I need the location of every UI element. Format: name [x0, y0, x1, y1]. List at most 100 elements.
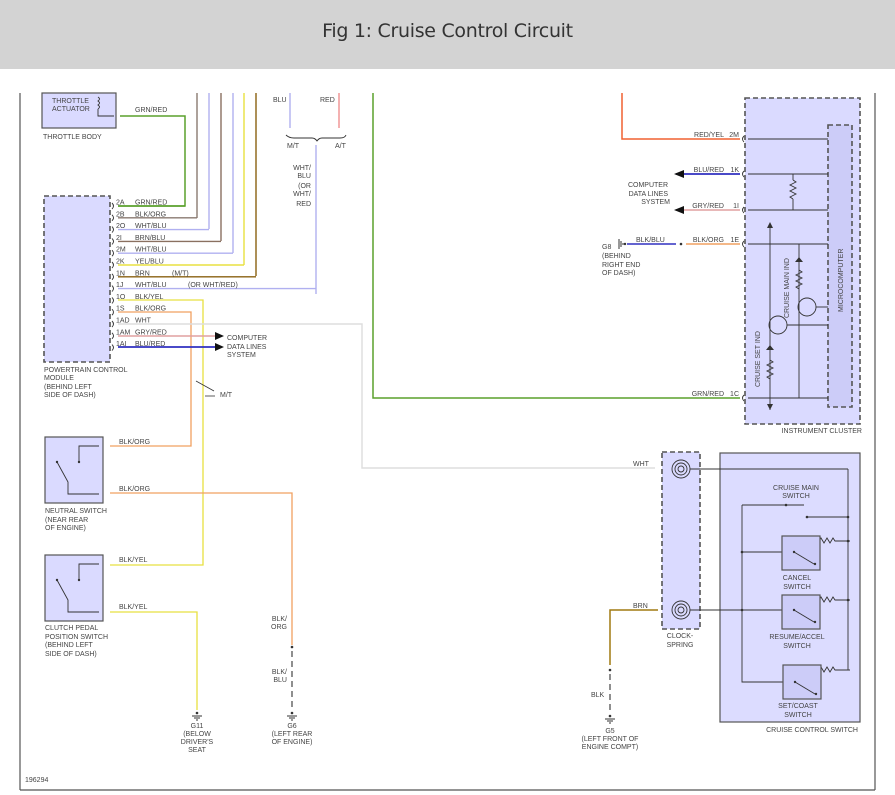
- pcm-pin-id: 1AI: [116, 341, 127, 348]
- cluster-pin-id: 2M: [729, 132, 739, 139]
- pcm-pin-id: 2A: [116, 200, 125, 207]
- connector-icon: [111, 285, 114, 292]
- brace-icon: [285, 134, 347, 142]
- clutch-switch-contacts: [56, 563, 99, 613]
- cluster-pin-wire: RED/YEL: [694, 132, 724, 139]
- svg-text:(LEFT REAR: (LEFT REAR: [272, 731, 313, 738]
- svg-text:BLK/: BLK/: [272, 669, 287, 676]
- pcm-pin-wire: WHT/BLU: [135, 282, 167, 289]
- svg-text:COMPUTER: COMPUTER: [227, 335, 267, 342]
- neutral-bottom-wire-label: BLK/ORG: [119, 486, 150, 493]
- g6-label: G6 (LEFT REAR OF ENGINE): [272, 723, 313, 746]
- svg-text:POSITION SWITCH: POSITION SWITCH: [45, 634, 108, 641]
- svg-text:DATA LINES: DATA LINES: [629, 191, 669, 198]
- svg-text:G5: G5: [605, 728, 614, 735]
- pcm-label: POWERTRAIN CONTROL MODULE (BEHIND LEFT S…: [44, 367, 128, 399]
- figure-title: Fig 1: Cruise Control Circuit: [322, 20, 573, 42]
- svg-text:(BEHIND LEFT: (BEHIND LEFT: [44, 384, 93, 391]
- cancel-switch: [781, 535, 821, 571]
- svg-text:G11: G11: [191, 723, 204, 730]
- arrow-right-icon: [215, 332, 224, 340]
- led-icon: [766, 345, 774, 350]
- resume-accel-switch-label: RESUME/ACCEL SWITCH: [769, 634, 824, 650]
- pcm-pin-id: 2M: [116, 247, 126, 254]
- wire-brn: [609, 609, 658, 665]
- svg-text:(LEFT FRONT OF: (LEFT FRONT OF: [582, 736, 639, 743]
- svg-text:ORG: ORG: [271, 624, 287, 631]
- connector-icon: [111, 297, 114, 304]
- microcomputer-label: MICROCOMPUTER: [838, 249, 845, 312]
- svg-text:OF ENGINE): OF ENGINE): [272, 739, 313, 746]
- clockspring-box: [661, 451, 701, 630]
- wire-grn-red-throttle: [118, 115, 186, 207]
- splice-dot: [679, 242, 683, 246]
- pcm-pin-id: 2O: [116, 223, 126, 230]
- neutral-top-wire-label: BLK/ORG: [119, 439, 150, 446]
- svg-text:SYSTEM: SYSTEM: [227, 352, 256, 359]
- pcm-pin-wire: WHT: [135, 318, 152, 325]
- set-coast-switch: [782, 664, 822, 700]
- svg-text:MODULE: MODULE: [44, 375, 74, 382]
- ground-g11-icon: [192, 711, 202, 721]
- wire-grn-red-1c: [372, 93, 740, 399]
- pcm-pin-note: (OR WHT/RED): [188, 282, 238, 289]
- svg-text:BLU: BLU: [273, 677, 287, 684]
- svg-text:BLU: BLU: [297, 173, 311, 180]
- pcm-pin-wire: BLK/ORG: [135, 211, 166, 218]
- actuator-coil-icon: [97, 96, 100, 110]
- pcm-pin-id: 2K: [116, 259, 125, 266]
- clutch-bottom-wire-label: BLK/YEL: [119, 604, 148, 611]
- pcm-pin-wire: WHT/BLU: [135, 247, 167, 254]
- svg-text:COMPUTER: COMPUTER: [628, 182, 668, 189]
- pcm-pin-id: 1AD: [116, 318, 130, 325]
- g8-label: G8: [602, 244, 611, 251]
- arrow-left-icon: [674, 170, 684, 178]
- svg-text:SPRING: SPRING: [667, 642, 694, 649]
- microcomputer-box: [827, 124, 853, 408]
- figure-id: 196294: [25, 777, 48, 784]
- svg-text:RED: RED: [296, 201, 311, 208]
- svg-text:(BELOW: (BELOW: [183, 731, 211, 738]
- splice-dot: [608, 668, 612, 672]
- throttle-body-label: THROTTLE BODY: [43, 134, 102, 141]
- pcm-pin-note: (M/T): [172, 270, 189, 277]
- svg-text:CANCEL: CANCEL: [783, 575, 812, 582]
- svg-text:CLUTCH PEDAL: CLUTCH PEDAL: [45, 625, 98, 632]
- clock-brn-label: BRN: [633, 603, 648, 610]
- cruise-main-ind-label: CRUISE MAIN IND: [784, 258, 791, 318]
- clockspring-label: CLOCK- SPRING: [667, 633, 694, 649]
- cluster-pins: 2MRED/YEL1KBLU/RED1IGRY/RED1EBLK/ORG1CGR…: [692, 132, 745, 402]
- mt-callout-line: [195, 380, 215, 392]
- clutch-top-wire-label: BLK/YEL: [119, 557, 148, 564]
- cruise-control-switch-label: CRUISE CONTROL SWITCH: [766, 727, 858, 734]
- svg-text:SWITCH: SWITCH: [783, 643, 811, 650]
- wire-neutral-blk-org: [110, 492, 293, 645]
- pcm-pin-wire: BRN: [135, 270, 150, 277]
- neutral-switch-label: NEUTRAL SWITCH (NEAR REAR OF ENGINE): [45, 508, 107, 532]
- arrow-down-icon: [767, 404, 773, 410]
- ground-g6-icon: [287, 711, 297, 721]
- clutch-switch-label: CLUTCH PEDAL POSITION SWITCH (BEHIND LEF…: [45, 625, 108, 658]
- pcm-pin-id: 2I: [116, 235, 122, 242]
- g8-wire-label: BLK/BLU: [636, 237, 665, 244]
- pcm-pin-id: 1O: [116, 294, 126, 301]
- resume-accel-switch: [781, 594, 821, 630]
- pcm-pin-id: 1N: [116, 270, 125, 277]
- cluster-pin-wire: GRN/RED: [692, 391, 724, 398]
- svg-text:SWITCH: SWITCH: [784, 712, 812, 719]
- connector-icon: [111, 344, 114, 351]
- cluster-pin-id: 1K: [730, 167, 739, 174]
- svg-text:SWITCH: SWITCH: [783, 584, 811, 591]
- pcm-pin-wire: WHT/BLU: [135, 223, 167, 230]
- splice-dot: [290, 645, 294, 649]
- neutral-switch-contacts: [56, 445, 99, 495]
- led-icon: [795, 257, 803, 262]
- blu-label: BLU: [273, 97, 287, 104]
- svg-text:NEUTRAL SWITCH: NEUTRAL SWITCH: [45, 508, 107, 515]
- g11-label: G11 (BELOW DRIVER'S SEAT: [181, 723, 214, 754]
- pcm-pin-wire: BLK/ORG: [135, 306, 166, 313]
- pcm-pin-wire: BLK/YEL: [135, 294, 164, 301]
- ground-g8-icon: [618, 239, 627, 249]
- g8-location-label: (BEHIND RIGHT END OF DASH): [602, 253, 640, 277]
